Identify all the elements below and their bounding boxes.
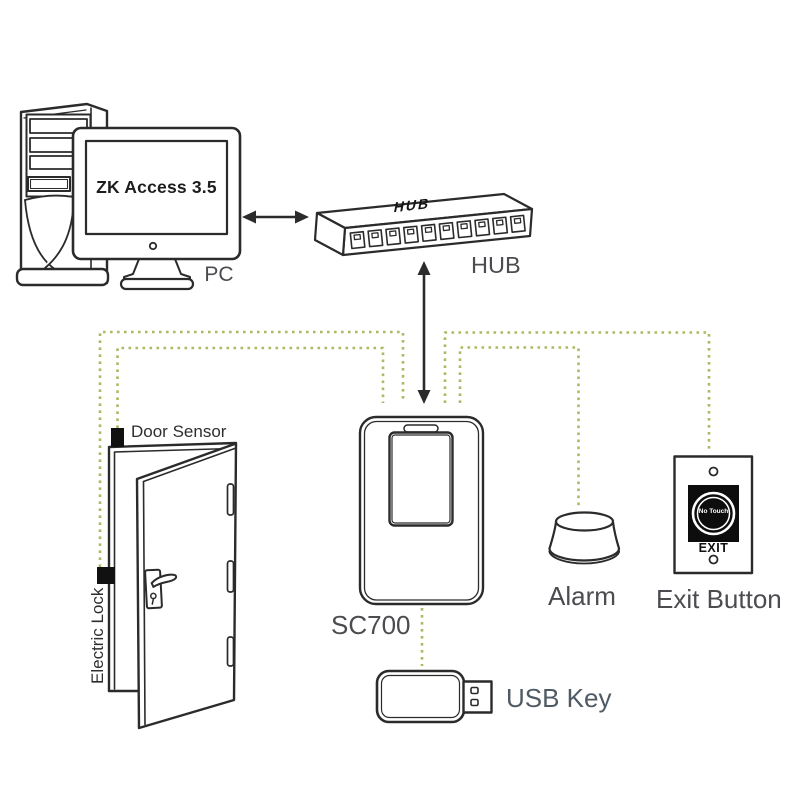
wire-alarm [458,346,580,506]
monitor-screen [84,139,229,236]
usb-key-label: USB Key [506,683,612,713]
monitor-power-dot [148,241,158,251]
wire-door-sensor [116,346,385,428]
wire-exit-button [443,331,711,452]
door-frame [107,441,238,693]
usb-key-icon [375,669,493,724]
electric-lock-block [97,567,115,584]
pc-monitor-icon [71,126,242,291]
wire-lines [98,330,711,666]
pc-screen-text: ZK Access 3.5 [96,177,217,198]
usb-connector [462,680,493,714]
sc700-label: SC700 [331,610,411,640]
door-hinge [226,636,235,667]
door-panel [135,442,238,730]
door-hinge [226,560,235,593]
door-handle-lever [150,573,178,588]
door-sensor-block [111,428,124,447]
arrow-hub-sc700 [417,261,431,404]
door-icon [97,428,238,730]
monitor-stand-base [119,277,195,291]
screw-hole [708,554,719,565]
no-touch-text: No Touch [698,508,729,515]
alarm-label: Alarm [548,581,616,611]
sc700-top-slot [403,424,439,433]
exit-text: EXIT [698,541,729,555]
screw-hole [708,466,719,477]
arrow-pc-hub [242,210,309,224]
hub-icon [313,192,534,257]
drive-bay [29,118,88,134]
hub-label: HUB [471,252,521,278]
door-hinge [226,483,235,516]
alarm-icon [548,511,621,565]
hub-ports [349,214,526,250]
wire-electric-lock [98,330,405,567]
no-touch-panel [688,485,739,542]
door-handle [144,568,178,610]
pc-label: PC [204,263,234,286]
electric-lock-label: Electric Lock [88,587,107,684]
door-sensor-label: Door Sensor [131,422,227,441]
sc700-device-icon [358,415,485,606]
monitor-stand-neck [123,258,191,280]
hub-left-face [313,211,347,257]
tower-base [15,267,110,287]
exit-button-icon [673,455,754,575]
exit-button-label: Exit Button [656,584,782,614]
